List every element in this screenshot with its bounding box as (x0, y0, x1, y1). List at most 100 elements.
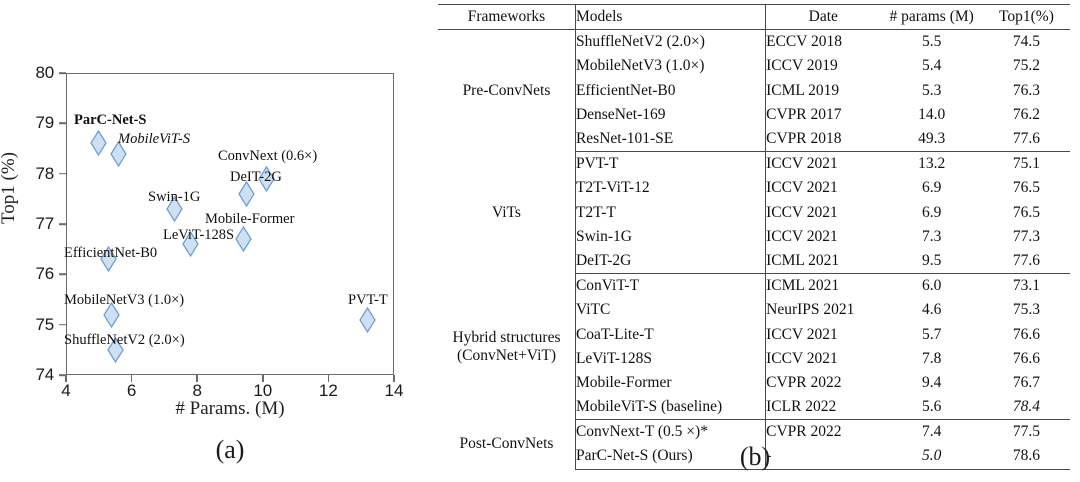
x-tick-mark (196, 375, 198, 382)
date-cell: - (765, 444, 881, 470)
top1-cell: 77.6 (982, 126, 1070, 153)
params-cell: 13.2 (918, 155, 946, 173)
params-cell: 6.9 (921, 203, 942, 221)
date-cell: ICCV 2021 (766, 227, 838, 245)
framework-cell: ViTs (438, 151, 576, 274)
y-tick-mark (59, 273, 66, 276)
model-cell: ConvNext-T (0.5 ×)* (575, 419, 767, 445)
model-cell: T2T-T (575, 200, 767, 225)
data-point-label: Swin-1G (148, 189, 201, 205)
params-cell: 7.4 (921, 423, 942, 441)
table-figure: Frameworks Models Date # params (M) Top1… (430, 0, 1080, 482)
model-cell: ShuffleNetV2 (2.0×) (575, 29, 767, 55)
x-tick-mark (327, 375, 330, 382)
y-tick-mark (59, 223, 66, 225)
top1-cell: 78.4 (982, 395, 1070, 421)
top1-cell: 77.3 (1012, 227, 1040, 245)
params-cell: 4.6 (921, 301, 942, 319)
top1-cell: 76.2 (1012, 105, 1040, 123)
y-axis-label: Top1 (%) (0, 151, 19, 224)
date-cell: ICML 2021 (766, 277, 840, 295)
y-tick-mark (59, 122, 66, 125)
data-point-label: PVT-T (348, 292, 388, 308)
model-cell: DeIT-2G (575, 248, 767, 275)
y-tick-mark (59, 323, 66, 326)
params-cell: 5.6 (880, 395, 983, 421)
x-tick-mark (130, 375, 133, 382)
x-tick-mark (393, 375, 395, 382)
params-cell: 5.4 (921, 57, 942, 75)
date-cell: ICML 2019 (766, 81, 840, 99)
x-tick-label: 10 (253, 381, 273, 400)
framework-label-line2: (ConvNet+ViT) (456, 346, 557, 364)
top1-cell: 73.1 (1012, 277, 1040, 295)
params-cell: 6.0 (921, 277, 942, 295)
caption-a: (a) (215, 435, 245, 464)
y-tick-label: 79 (35, 113, 54, 133)
y-tick-mark (59, 72, 66, 74)
data-point-label: DeIT-2G (230, 169, 282, 185)
data-point-label: ShuffleNetV2 (2.0×) (64, 332, 185, 348)
top1-cell: 78.6 (982, 444, 1070, 470)
model-cell: Swin-1G (575, 224, 767, 249)
date-cell: ICCV 2021 (766, 325, 838, 343)
data-point-label: Mobile-Former (205, 211, 295, 227)
params-cell: 5.0 (880, 444, 983, 470)
date-cell: CVPR 2018 (765, 126, 881, 153)
data-point-label: MobileViT-S (118, 131, 190, 147)
params-cell: 7.3 (921, 227, 942, 245)
params-cell: 9.4 (921, 373, 942, 391)
model-cell: DenseNet-169 (575, 102, 767, 127)
params-cell: 5.5 (921, 33, 942, 51)
column-header-date: Date (765, 3, 881, 31)
top1-cell: 75.1 (1012, 155, 1040, 173)
table-header-row: Frameworks Models Date # params (M) Top1… (438, 3, 1070, 31)
table-head: Frameworks Models Date # params (M) Top1… (438, 3, 1070, 31)
model-cell: ConViT-T (575, 273, 767, 299)
date-cell: CVPR 2022 (766, 423, 842, 441)
column-header-top1: Top1(%) (982, 3, 1070, 31)
framework-cell: Hybrid structures(ConvNet+ViT) (438, 273, 576, 420)
top1-cell: 76.5 (1012, 179, 1040, 197)
plot-area (66, 73, 394, 375)
params-cell: 7.8 (921, 349, 942, 367)
date-cell: NeurIPS 2021 (766, 301, 855, 319)
params-cell: 14.0 (918, 105, 946, 123)
model-cell: MobileViT-S (baseline) (575, 395, 767, 421)
caption-b: (b) (739, 442, 771, 471)
model-cell: Mobile-Former (575, 370, 767, 395)
data-point-label: LeViT-128S (163, 227, 235, 243)
framework-cell: Post-ConvNets (438, 419, 576, 470)
top1-cell: 76.3 (1012, 81, 1040, 99)
framework-cell: Pre-ConvNets (438, 29, 576, 152)
top1-cell: 76.5 (1012, 203, 1040, 221)
data-point-label: ParC-Net-S (74, 112, 147, 128)
date-cell: ICCV 2021 (766, 203, 838, 221)
top1-cell: 75.2 (1012, 57, 1040, 75)
x-axis-label: # Params. (M) (175, 398, 285, 419)
top1-cell: 76.6 (1012, 325, 1040, 343)
top1-cell: 74.5 (1012, 33, 1040, 51)
x-tick-label: 8 (192, 381, 202, 400)
y-tick-mark (59, 172, 66, 175)
date-cell: ICCV 2021 (766, 155, 838, 173)
y-tick-label: 76 (35, 264, 54, 284)
y-tick-label: 75 (35, 314, 54, 334)
x-tick-label: 4 (61, 381, 71, 400)
model-cell: ResNet-101-SE (575, 126, 767, 153)
